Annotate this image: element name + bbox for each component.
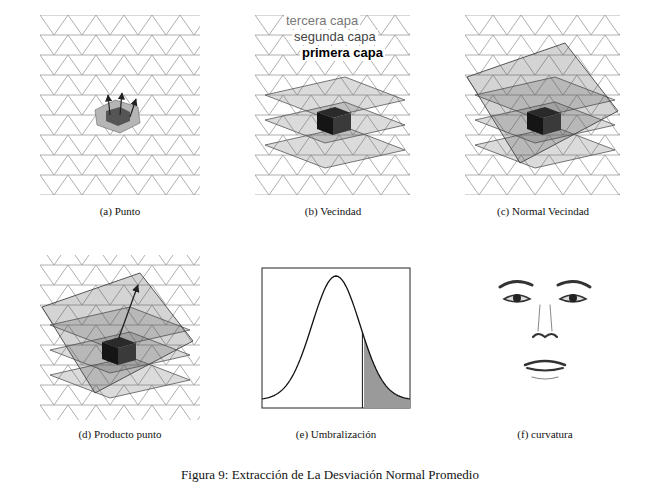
normal-panel [465,15,620,195]
panel-caption: (d) Producto punto [78,428,161,441]
threshold-chart [262,268,410,408]
panel-caption: (f) curvatura [517,428,572,441]
dot-product-panel [40,255,200,420]
neighbourhood-panel [255,15,410,195]
layer-label: tercera capa [284,14,360,29]
threshold-line [362,332,363,408]
curvature-face [500,281,590,379]
panel-caption: (c) Normal Vecindad [497,205,589,218]
panel-caption: (b) Vecindad [305,205,361,218]
layer-label: segunda capa [292,30,378,45]
panel-caption: (e) Umbralización [296,428,376,441]
panel-caption: (a) Punto [100,205,141,218]
layer-label: primera capa [300,46,385,61]
point-panel [40,15,200,195]
gaussian-curve [262,276,410,399]
figure-caption: Figura 9: Extracción de La Desviación No… [181,468,479,483]
